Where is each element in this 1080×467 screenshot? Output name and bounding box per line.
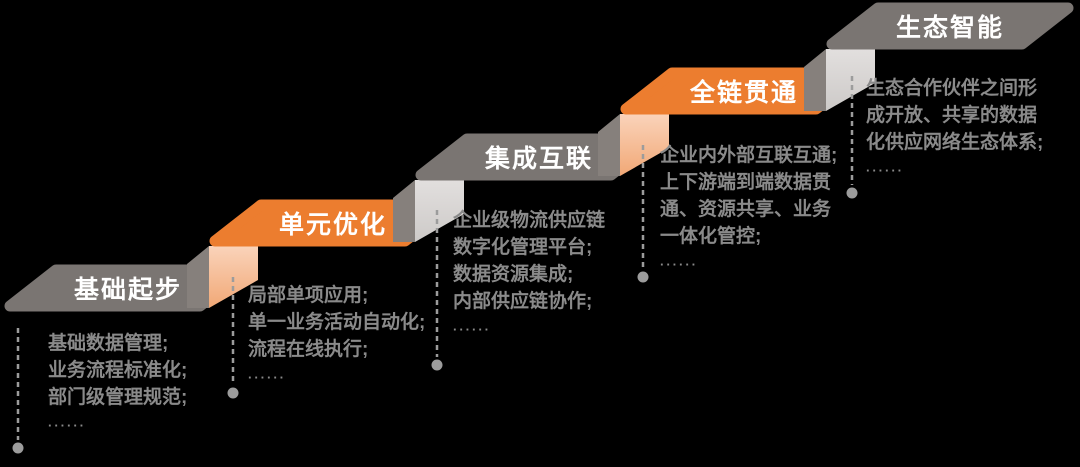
step-3-description: 企业级物流供应链 数字化管理平台; 数据资源集成; 内部供应链协作; ·····… <box>453 207 605 337</box>
description-line: 一体化管控; <box>660 226 762 247</box>
description-line: 局部单项应用; <box>248 285 369 306</box>
step-4-riser <box>620 114 669 176</box>
step-2-riser-side-face <box>187 246 209 308</box>
step-5-title: 生态智能 <box>895 14 1005 42</box>
description-line: 生态合作伙伴之间形 <box>866 78 1038 99</box>
step-3-riser-side-face <box>393 180 415 242</box>
description-line: 数据资源集成; <box>453 264 574 285</box>
step-5-riser <box>826 49 875 111</box>
step-2-connector-dot <box>227 387 239 399</box>
step-2-description: 局部单项应用; 单一业务活动自动化; 流程在线执行; ······ <box>248 282 425 385</box>
description-line: 成开放、共享的数据 <box>866 105 1038 126</box>
description-ellipsis: ······ <box>453 322 491 337</box>
description-line: 内部供应链协作; <box>453 291 593 312</box>
description-line: 基础数据管理; <box>48 333 169 354</box>
description-line: 业务流程标准化; <box>48 360 188 381</box>
step-4-title: 全链贯通 <box>689 79 799 107</box>
step-5-tread <box>826 2 1074 50</box>
description-line: 部门级管理规范; <box>48 387 188 408</box>
step-3-title: 集成互联 <box>484 145 594 173</box>
step-1-title: 基础起步 <box>73 276 183 304</box>
description-line: 企业内外部互联互通; <box>660 145 838 166</box>
description-line: 上下游端到端数据贯 <box>660 172 832 193</box>
description-line: 单一业务活动自动化; <box>248 312 426 333</box>
description-line: 数字化管理平台; <box>453 237 593 258</box>
description-ellipsis: ······ <box>248 370 286 385</box>
step-4-connector-dot <box>637 271 649 283</box>
step-2-title: 单元优化 <box>278 211 388 239</box>
description-ellipsis: ······ <box>660 257 698 272</box>
step-1-connector-dot <box>12 442 24 454</box>
step-3-riser <box>415 180 464 242</box>
description-line: 流程在线执行; <box>248 339 369 360</box>
description-line: 企业级物流供应链 <box>453 210 606 231</box>
description-ellipsis: ······ <box>866 163 904 178</box>
description-line: 通、资源共享、业务 <box>660 199 832 220</box>
step-3-connector-dot <box>431 359 443 371</box>
description-line: 化供应网络生态体系; <box>866 132 1044 153</box>
step-5-description: 生态合作伙伴之间形 成开放、共享的数据 化供应网络生态体系; ······ <box>866 75 1043 178</box>
step-5-connector-dot <box>846 187 858 199</box>
description-ellipsis: ······ <box>48 418 86 433</box>
step-1-description: 基础数据管理; 业务流程标准化; 部门级管理规范; ······ <box>48 330 187 433</box>
step-4-description: 企业内外部互联互通; 上下游端到端数据贯 通、资源共享、业务 一体化管控; ··… <box>660 142 837 272</box>
step-4-riser-side-face <box>598 114 620 176</box>
step-5-riser-side-face <box>804 49 826 111</box>
